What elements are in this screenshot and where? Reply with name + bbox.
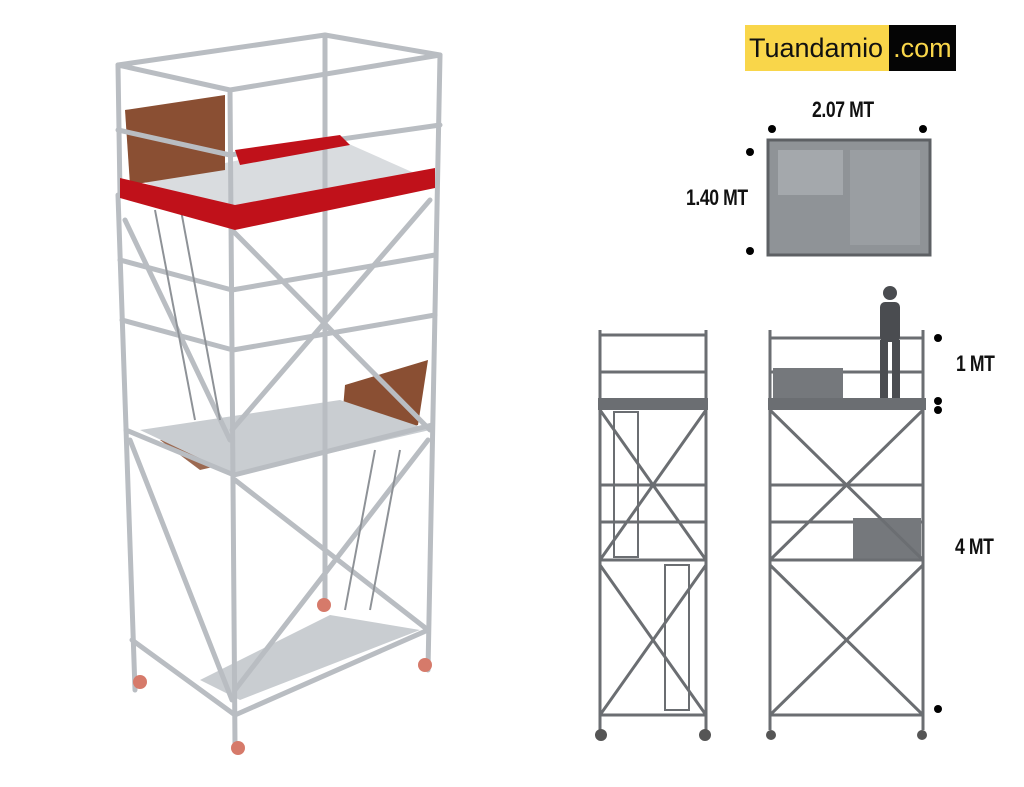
- logo-tld: .com: [889, 25, 956, 71]
- scaffold-top-view: [766, 138, 932, 257]
- scaffold-side-view-narrow: [595, 330, 711, 741]
- scaffold-side-view-wide: [766, 286, 927, 740]
- width-label: 2.07 MT: [812, 97, 874, 122]
- depth-label: 1.40 MT: [686, 185, 748, 210]
- dimension-markers: [746, 125, 942, 713]
- railing-height-label: 1 MT: [956, 351, 995, 376]
- brand-logo: Tuandamio.com: [745, 25, 956, 71]
- platform-height-label: 4 MT: [955, 534, 994, 559]
- scaffold-3d-view: [115, 32, 443, 755]
- person-silhouette-icon: [880, 286, 900, 398]
- logo-name: Tuandamio: [745, 25, 890, 71]
